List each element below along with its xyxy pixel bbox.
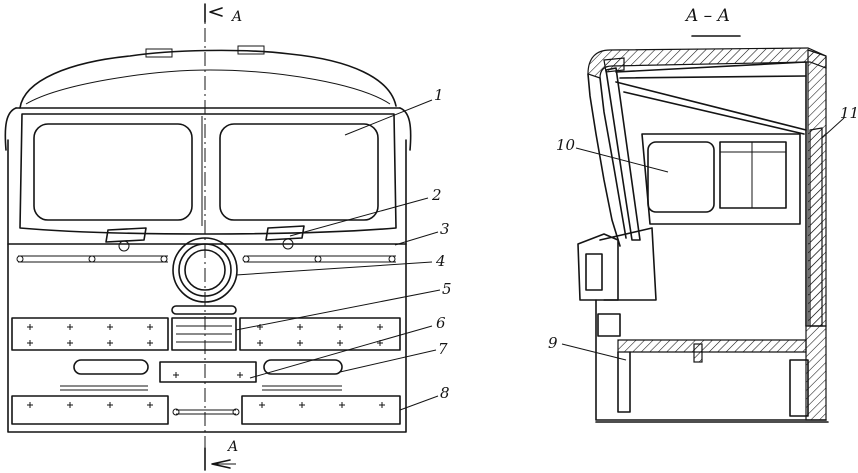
callout-3: 3 — [440, 220, 450, 238]
front-view — [4, 3, 412, 471]
number-plate — [159, 361, 257, 383]
cut-mark-bottom-label: A — [228, 439, 239, 455]
rivets — [27, 324, 385, 408]
windshield-glass — [605, 67, 641, 241]
leader-lines-front — [235, 99, 441, 411]
roof-strut — [615, 81, 807, 131]
ventilation-grille — [171, 317, 237, 351]
callout-7: 7 — [438, 340, 448, 358]
seat-base — [597, 313, 621, 337]
windshield-left — [33, 123, 193, 221]
partition-window-frame — [641, 133, 801, 225]
callout-2: 2 — [432, 186, 442, 204]
callout-6: 6 — [436, 314, 446, 332]
handrail-left — [18, 255, 168, 263]
panel-right-upper — [239, 317, 401, 351]
wiper-left — [105, 227, 147, 243]
roof-vent — [237, 45, 265, 55]
section-title: A – A — [686, 6, 730, 26]
windshield-right — [219, 123, 379, 221]
instrument-box — [577, 233, 619, 301]
body-outline — [7, 139, 407, 433]
floor-section — [617, 339, 807, 353]
cut-mark-top-label: A — [232, 9, 243, 25]
callout-4: 4 — [436, 252, 446, 270]
callout-11: 11 — [840, 104, 858, 122]
tow-handle — [176, 409, 236, 415]
callout-10: 10 — [556, 136, 576, 154]
section-view — [577, 35, 829, 423]
callout-1: 1 — [434, 86, 444, 104]
callout-5: 5 — [442, 280, 452, 298]
handrail-right — [244, 255, 396, 263]
callout-9: 9 — [548, 334, 558, 352]
panel-right-lower — [241, 395, 401, 425]
roof-dome — [19, 49, 397, 109]
window-frame — [19, 113, 397, 235]
leader-lines-section — [561, 117, 845, 361]
roof-vent — [145, 48, 173, 58]
wiper-right — [265, 225, 305, 241]
rear-step — [789, 359, 809, 417]
callout-8: 8 — [440, 384, 450, 402]
panel-left-lower — [11, 395, 169, 425]
partition-window — [647, 141, 715, 213]
panel-left-upper — [11, 317, 169, 351]
